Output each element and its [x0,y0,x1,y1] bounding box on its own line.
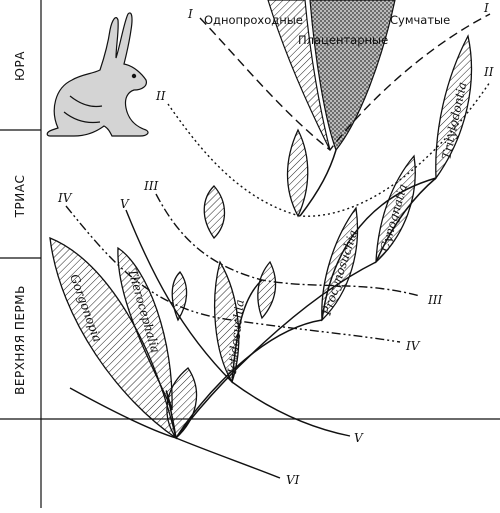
boundary-label-V-right: V [354,431,364,445]
leaf-small-mid [257,260,277,320]
group-label-placentals: Плацентарные [298,33,388,47]
boundary-VI-line [69,387,281,479]
clade-leaves [49,34,473,440]
boundary-lines [65,13,491,479]
period-label-upper-permian: ВЕРХНЯЯ ПЕРМЬ [13,285,27,395]
boundary-I-line [199,13,491,151]
leaf-ictidosuchia [214,260,240,384]
leaf-small-top [203,185,226,240]
leaf-therocephalia [117,246,173,411]
leaf-small-left [171,270,188,322]
boundary-IV-line [65,205,401,343]
boundary-label-IV-right: IV [405,339,421,353]
boundary-label-II-left: II [155,89,166,103]
boundary-label-III-left: III [143,179,158,193]
leaf-procynosuchia [321,206,359,322]
leaf-tritylodontia [435,34,473,180]
boundary-label-II-right: II [483,65,494,79]
boundary-label-I-right: I [483,1,489,15]
period-label-jurassic: ЮРА [13,51,27,81]
leaf-small-upper [286,128,309,218]
boundary-label-V-left: V [120,197,130,211]
boundary-label-VI: VI [286,473,300,487]
group-label-marsupials: Сумчатые [390,13,450,27]
boundary-label-IV-left: IV [57,191,73,205]
leaf-cynognatia [375,154,416,264]
phylogeny-stems [165,149,437,439]
group-label-monotremes: Однопроходные [204,13,303,27]
boundary-label-I-left: I [187,7,193,21]
boundary-label-III-right: III [427,293,442,307]
boundary-III-line [155,193,421,297]
hare-illustration [46,12,149,137]
crown-mammals-wedge [267,0,396,152]
boundary-V-line [125,209,351,437]
period-label-triassic: ТРИАС [13,175,27,219]
